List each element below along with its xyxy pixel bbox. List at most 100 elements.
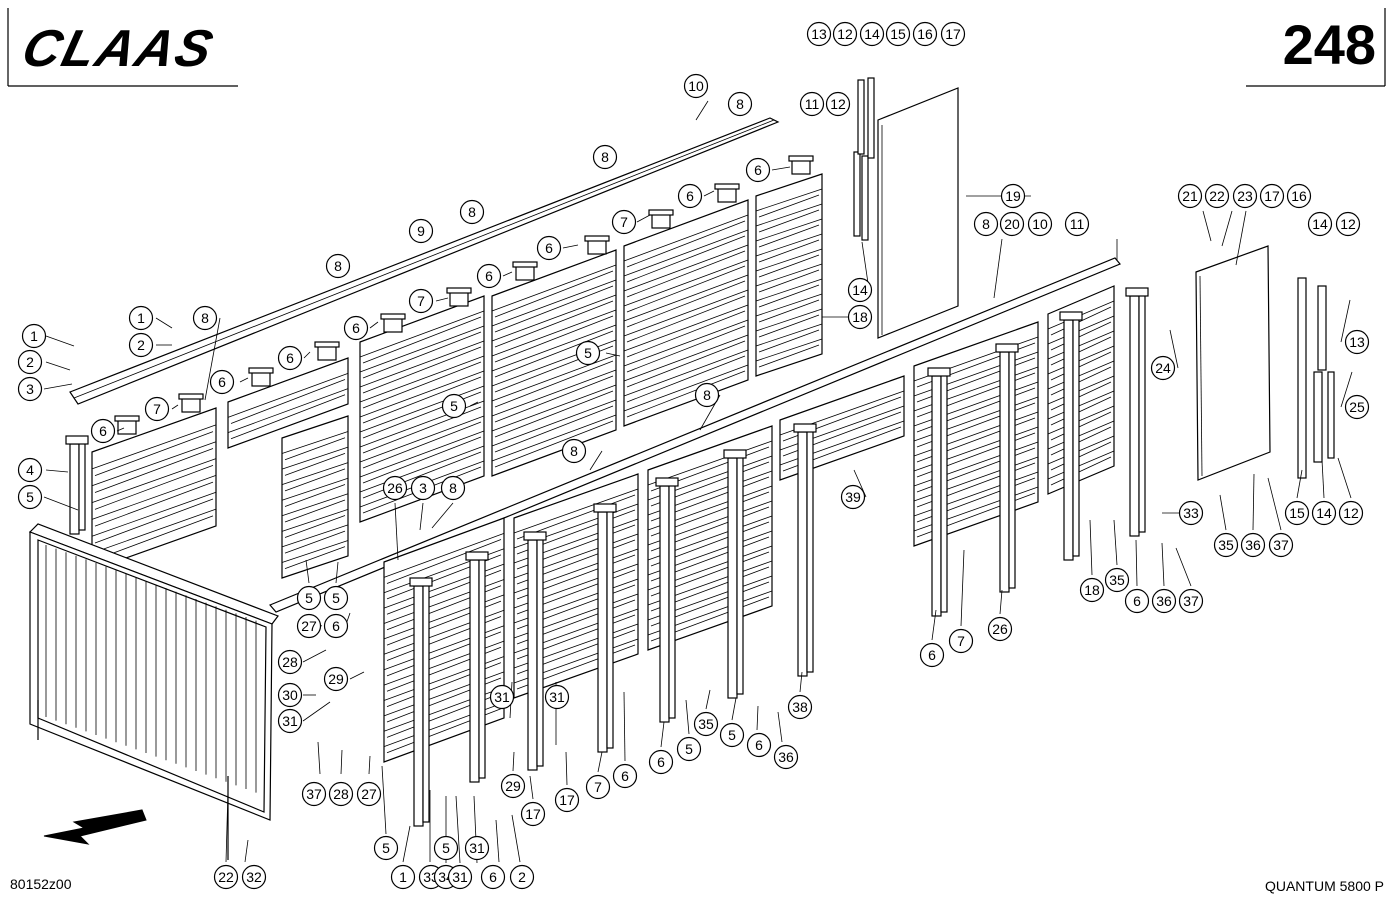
callout: 10 (683, 73, 709, 99)
callout: 6 (536, 235, 562, 261)
callout: 35 (693, 711, 719, 737)
callout: 11 (1064, 211, 1090, 237)
callout-label: 7 (594, 779, 602, 795)
callout-circle (1311, 500, 1337, 526)
cover-plate-19 (877, 87, 959, 339)
vertical-post (793, 423, 817, 677)
leader-line (960, 549, 965, 627)
callout-label: 31 (282, 713, 298, 729)
leader-line (597, 751, 603, 773)
callout-circle (489, 684, 515, 710)
callout-label: 8 (703, 387, 711, 403)
callout-circle (940, 21, 966, 47)
callout-label: 31 (469, 840, 485, 856)
callout-label: 17 (559, 792, 575, 808)
callout: 36 (1151, 588, 1177, 614)
leader-line (116, 427, 125, 432)
callout: 28 (328, 781, 354, 807)
callout: 20 (999, 211, 1025, 237)
leader-line (1089, 519, 1093, 576)
callout: 5 (575, 340, 601, 366)
callout: 12 (825, 91, 851, 117)
callout-circle (1213, 532, 1239, 558)
callout-label: 3 (26, 381, 34, 397)
leader-line (529, 775, 534, 800)
callout-label: 7 (417, 293, 425, 309)
leader-line (623, 691, 626, 762)
leader-line (455, 795, 461, 864)
callout: 21 (1177, 183, 1203, 209)
callout-circle (611, 209, 637, 235)
wall-panel (227, 357, 349, 449)
callout-circle (840, 484, 866, 510)
callout: 27 (296, 613, 322, 639)
brand-logo-text: CLAAS (17, 20, 221, 78)
callout-label: 27 (361, 786, 377, 802)
callout-label: 5 (450, 398, 458, 414)
callout-circle (825, 91, 851, 117)
post-cap (788, 155, 814, 175)
callout: 28 (277, 649, 303, 675)
callout-label: 6 (218, 374, 226, 390)
callout-label: 6 (286, 350, 294, 366)
leader-line (731, 697, 737, 721)
callout: 8 (727, 91, 753, 117)
leader-line (495, 819, 500, 863)
callout: 11 (799, 91, 825, 117)
callout-circle (408, 218, 434, 244)
callout-label: 18 (1084, 582, 1100, 598)
leader-line (605, 352, 621, 357)
callout-circle (1178, 500, 1204, 526)
post-cap (178, 393, 204, 413)
callout-circle (21, 323, 47, 349)
callout-circle (847, 277, 873, 303)
callout-circle (520, 801, 546, 827)
callout: 29 (323, 666, 349, 692)
callout-circle (301, 781, 327, 807)
callout: 14 (859, 21, 885, 47)
callout-circle (919, 642, 945, 668)
callout-circle (585, 774, 611, 800)
callout: 6 (209, 369, 235, 395)
callout: 22 (1204, 183, 1230, 209)
leader-line (1169, 329, 1179, 369)
callout-label: 20 (1004, 216, 1020, 232)
callout-circle (277, 649, 303, 675)
leader-line (225, 789, 229, 863)
callout-label: 6 (657, 754, 665, 770)
callout-circle (648, 749, 674, 775)
callout-label: 36 (1245, 537, 1261, 553)
callout: 27 (356, 781, 382, 807)
leader-line (1296, 469, 1303, 499)
callout-circle (433, 835, 459, 861)
callout-label: 6 (754, 162, 762, 178)
callout-label: 38 (792, 699, 808, 715)
callout-label: 29 (328, 671, 344, 687)
callout: 13 (806, 21, 832, 47)
callout-label: 23 (1237, 188, 1253, 204)
callout-circle (509, 864, 535, 890)
vertical-posts (65, 155, 1149, 827)
leader-line (45, 335, 75, 347)
callout-circle (973, 211, 999, 237)
leader-line (381, 765, 387, 835)
callout: 6 (745, 157, 771, 183)
callout-label: 6 (1133, 593, 1141, 609)
callout-label: 33 (1183, 505, 1199, 521)
callout-label: 22 (218, 869, 234, 885)
leader-line (43, 383, 73, 390)
callout: 5 (719, 722, 745, 748)
callout-circle (128, 305, 154, 331)
callout: 6 (677, 183, 703, 209)
callout-label: 5 (305, 590, 313, 606)
callout: 7 (585, 774, 611, 800)
callout-circle (192, 305, 218, 331)
leader-line (756, 705, 759, 731)
leader-line (302, 701, 331, 722)
callout: 14 (847, 277, 873, 303)
callout-circle (356, 781, 382, 807)
callout-circle (144, 396, 170, 422)
post-cap (714, 183, 740, 203)
callout-circle (480, 864, 506, 890)
